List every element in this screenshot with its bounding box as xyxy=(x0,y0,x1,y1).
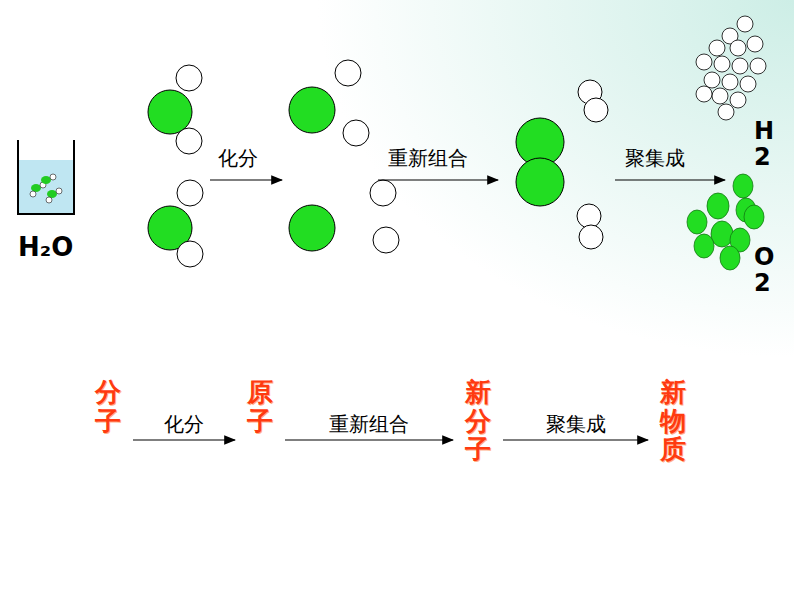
oxygen-cluster xyxy=(687,174,764,270)
term-node: 新物质 xyxy=(660,378,686,464)
formula-label: H₂O xyxy=(18,232,73,263)
new-molecules xyxy=(516,80,608,249)
term-node: 原子 xyxy=(247,378,273,435)
term-node: 新分子 xyxy=(465,378,491,464)
term-node: 分子 xyxy=(95,378,121,435)
separate-atoms xyxy=(289,60,399,253)
step-label: 重新组合 xyxy=(388,146,468,170)
step-label: 化分 xyxy=(218,146,258,170)
term-text: 新分子 xyxy=(465,378,491,464)
edge-label: 聚集成 xyxy=(546,412,606,436)
hydrogen-cluster xyxy=(696,16,766,120)
process-arrow xyxy=(503,439,648,440)
process-arrow xyxy=(133,439,235,440)
step-label: 聚集成 xyxy=(625,146,685,170)
term-text: 分子 xyxy=(95,378,121,435)
water-molecules xyxy=(148,65,203,267)
product-label: H2 xyxy=(754,118,778,171)
process-arrows xyxy=(210,179,725,180)
term-text: 原子 xyxy=(247,378,273,435)
beaker xyxy=(18,140,74,214)
edge-label: 化分 xyxy=(164,412,204,436)
term-text: 新物质 xyxy=(660,378,686,464)
edge-label: 重新组合 xyxy=(329,412,409,436)
process-arrow xyxy=(285,439,453,440)
product-label: O2 xyxy=(754,244,778,297)
